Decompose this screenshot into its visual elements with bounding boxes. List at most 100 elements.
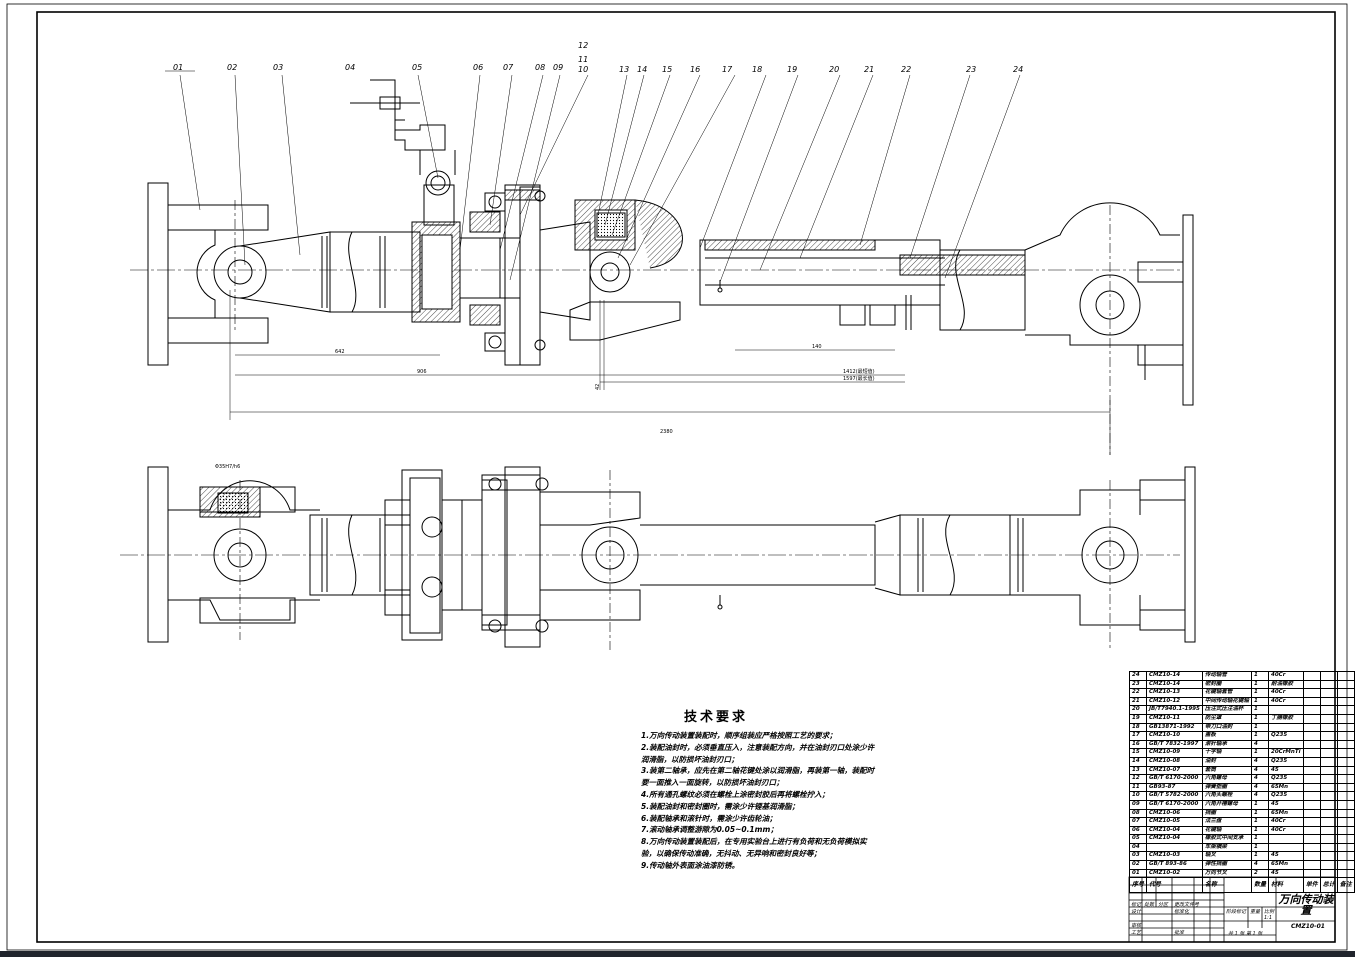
bom-cell: 21 xyxy=(1128,696,1148,707)
requirement-7: 7.滚动轴承调整游隙为0.05~0.1mm； xyxy=(641,825,778,835)
tb-label-weight: 重量 xyxy=(1250,909,1261,915)
bom-cell xyxy=(1336,688,1355,698)
bom-header-cell: 名称 xyxy=(1201,877,1253,894)
bom-cell xyxy=(1319,791,1338,801)
dim-42: 42 xyxy=(595,384,601,390)
bom-cell: 2 xyxy=(1251,868,1270,879)
technical-requirements-title: 技术要求 xyxy=(684,710,749,725)
bom-cell: 45 xyxy=(1268,799,1304,810)
label-18: 18 xyxy=(752,65,762,74)
bom-cell xyxy=(1319,696,1338,707)
bom-cell: 花键轴套管 xyxy=(1201,688,1253,698)
bom-cell: CMZ10-14 xyxy=(1146,671,1203,681)
bom-cell xyxy=(1319,825,1338,836)
bom-cell xyxy=(1336,731,1355,741)
bom-cell: 1 xyxy=(1251,842,1270,853)
bom-cell xyxy=(1302,808,1321,819)
bom-cell: 盖板 xyxy=(1201,731,1253,741)
bom-cell xyxy=(1302,739,1321,750)
bom-cell xyxy=(1319,842,1338,853)
bom-header-cell: 材料 xyxy=(1268,877,1304,894)
bom-cell xyxy=(1268,842,1304,853)
bom-cell: 24 xyxy=(1128,671,1148,681)
requirement-2: 2.装配油封时，必须垂直压入，注意装配方向，并在油封刃口处涂少许润滑脂，以防损坏… xyxy=(641,742,875,764)
bom-cell: 13 xyxy=(1128,765,1148,776)
bom-cell xyxy=(1302,731,1321,741)
bom-cell: 传动轴管 xyxy=(1201,671,1253,681)
bom-cell: Q235 xyxy=(1268,756,1304,767)
bom-cell xyxy=(1302,679,1321,690)
bom-cell: 六角头螺栓 xyxy=(1201,791,1253,801)
tb-label-mark: 标记 xyxy=(1131,902,1142,908)
bom-cell: CMZ10-04 xyxy=(1146,825,1203,836)
bom-cell: 19 xyxy=(1128,713,1148,724)
bom-cell: 40Cr xyxy=(1268,696,1304,707)
label-16: 16 xyxy=(690,65,700,74)
bom-cell: 4 xyxy=(1251,774,1270,784)
bom-cell xyxy=(1336,739,1355,750)
bom-cell: 1 xyxy=(1251,834,1270,844)
bom-cell: 65Mn xyxy=(1268,860,1304,870)
bom-cell: 01 xyxy=(1128,868,1148,879)
bom-cell xyxy=(1302,705,1321,715)
bom-cell xyxy=(1302,756,1321,767)
bom-cell xyxy=(1319,868,1338,879)
bom-cell: 压注式压注油杯 xyxy=(1201,705,1253,715)
bom-cell xyxy=(1336,860,1355,870)
bom-cell: 1 xyxy=(1251,799,1270,810)
tb-label-approve: 批准 xyxy=(1174,930,1185,936)
bom-cell xyxy=(1336,756,1355,767)
bom-cell: 45 xyxy=(1268,851,1304,862)
tb-label-standard: 标准化 xyxy=(1174,909,1190,915)
dim-min-length: 1412(最短值) xyxy=(843,368,875,375)
bom-cell xyxy=(1336,671,1355,681)
bom-cell: 1 xyxy=(1251,722,1270,733)
bom-cell xyxy=(1302,817,1321,827)
part-labels: 01 02 03 04 05 06 07 08 09 10 11 12 13 1… xyxy=(173,41,1023,74)
requirement-4: 4.所有通孔螺纹必须在螺栓上涂密封胶后再将螺栓拧入； xyxy=(641,789,830,799)
bom-cell: CMZ10-13 xyxy=(1146,688,1203,698)
tb-label-design: 设计 xyxy=(1131,909,1142,915)
bom-cell xyxy=(1319,860,1338,870)
bottom-view xyxy=(120,466,1196,650)
bom-cell xyxy=(1336,868,1355,879)
bom-cell: GB/T 6170-2000 xyxy=(1146,774,1203,784)
bom-cell: 中间传动轴花键轴 xyxy=(1201,696,1253,707)
bom-cell: 40Cr xyxy=(1268,671,1304,681)
bom-cell: 1 xyxy=(1251,731,1270,741)
bom-cell: 轴叉 xyxy=(1201,851,1253,862)
bom-cell xyxy=(1336,782,1355,793)
bom-cell xyxy=(1319,722,1338,733)
bom-cell: 18 xyxy=(1128,722,1148,733)
bom-cell: 六角开槽螺母 xyxy=(1201,799,1253,810)
bom-cell xyxy=(1319,705,1338,715)
bom-cell: 套筒 xyxy=(1201,765,1253,776)
technical-requirements-list: 1.万向传动装置装配时，顺序组装应严格按照工艺的要求； 2.装配油封时，必须垂直… xyxy=(641,730,881,872)
bom-cell: 耐油橡胶 xyxy=(1268,679,1304,690)
bom-cell xyxy=(1268,705,1304,715)
bom-cell xyxy=(1319,731,1338,741)
bom-cell: 04 xyxy=(1128,842,1148,853)
bom-cell: 05 xyxy=(1128,834,1148,844)
label-23: 23 xyxy=(966,65,976,74)
bom-cell xyxy=(1336,705,1355,715)
tb-label-scale: 比例 xyxy=(1264,909,1275,915)
bom-cell: 4 xyxy=(1251,782,1270,793)
bom-cell xyxy=(1302,860,1321,870)
bom-cell: 20 xyxy=(1128,705,1148,715)
bom-cell: 1 xyxy=(1251,825,1270,836)
bom-cell: 22 xyxy=(1128,688,1148,698)
bom-cell xyxy=(1336,696,1355,707)
bom-cell xyxy=(1336,722,1355,733)
